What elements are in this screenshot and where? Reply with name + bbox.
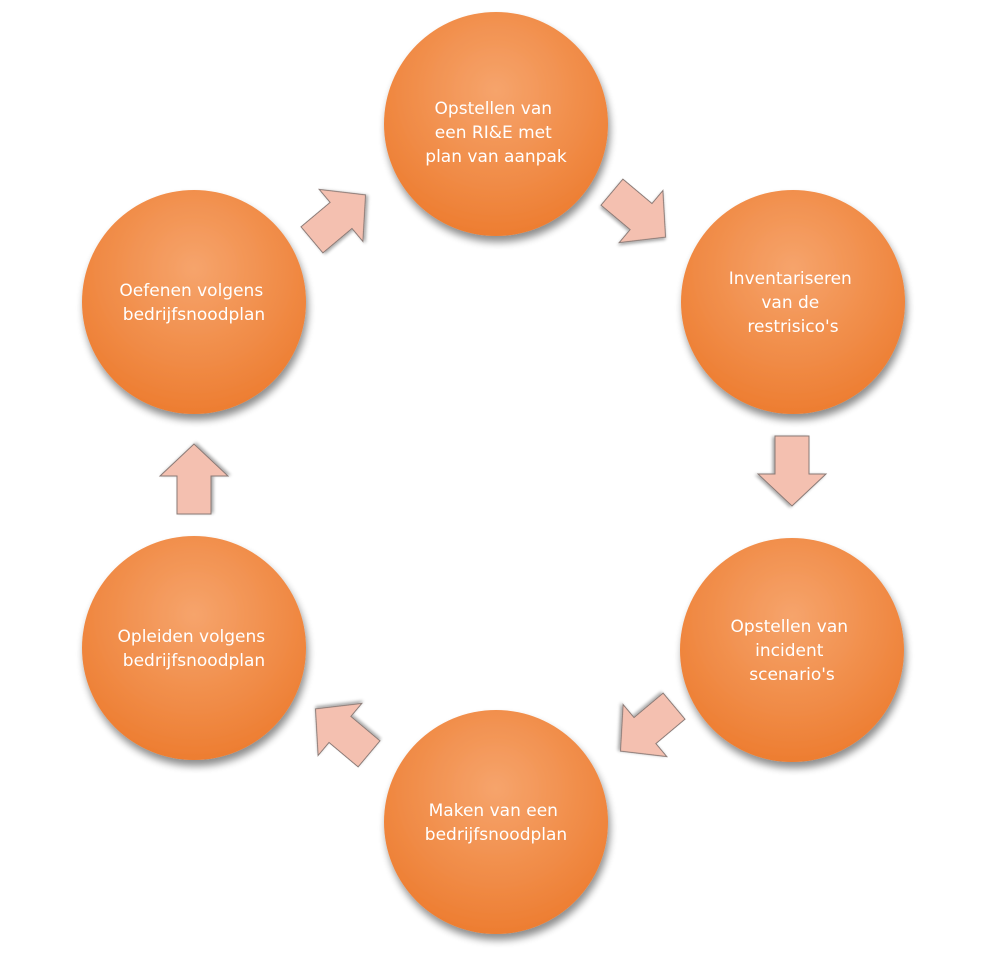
arrow-icon: [314, 702, 381, 768]
node-oefenen: Oefenen volgens bedrijfsnoodplan: [82, 190, 306, 414]
node-opstellen-rie: Opstellen van een RI&E met plan van aanp…: [384, 12, 608, 236]
arrow-icon: [756, 435, 828, 507]
node-circle: [82, 536, 306, 760]
node-circle: [384, 12, 608, 236]
arrow-incident-to-maken: [619, 692, 686, 758]
node-inventariseren-restrisicos: Inventariseren van de restrisico's: [681, 190, 905, 414]
arrow-icon: [158, 443, 230, 515]
node-circle: [384, 710, 608, 934]
arrow-maken-to-opleiden: [314, 702, 381, 768]
node-label: Maken van een bedrijfsnoodplan: [425, 801, 567, 845]
node-bedrijfsnoodplan-maken: Maken van een bedrijfsnoodplan: [384, 710, 608, 934]
arrow-icon: [619, 692, 686, 758]
arrow-oefenen-to-rie: [300, 188, 367, 254]
arrow-icon: [600, 178, 667, 244]
node-circle: [681, 190, 905, 414]
node-incident-scenarios: Opstellen van incident scenario's: [680, 538, 904, 762]
arrow-opleiden-to-oefenen: [158, 443, 230, 515]
node-label: Opstellen van incident scenario's: [731, 617, 854, 685]
arrow-inventariseren-to-incident: [756, 435, 828, 507]
node-circle: [680, 538, 904, 762]
node-label: Inventariseren van de restrisico's: [729, 269, 857, 337]
node-label: Oefenen volgens bedrijfsnoodplan: [119, 281, 268, 325]
node-opleiden: Opleiden volgens bedrijfsnoodplan: [82, 536, 306, 760]
arrow-icon: [300, 188, 367, 254]
node-label: Opstellen van een RI&E met plan van aanp…: [425, 99, 567, 167]
node-label: Opleiden volgens bedrijfsnoodplan: [118, 627, 271, 671]
arrow-rie-to-inventariseren: [600, 178, 667, 244]
node-circle: [82, 190, 306, 414]
